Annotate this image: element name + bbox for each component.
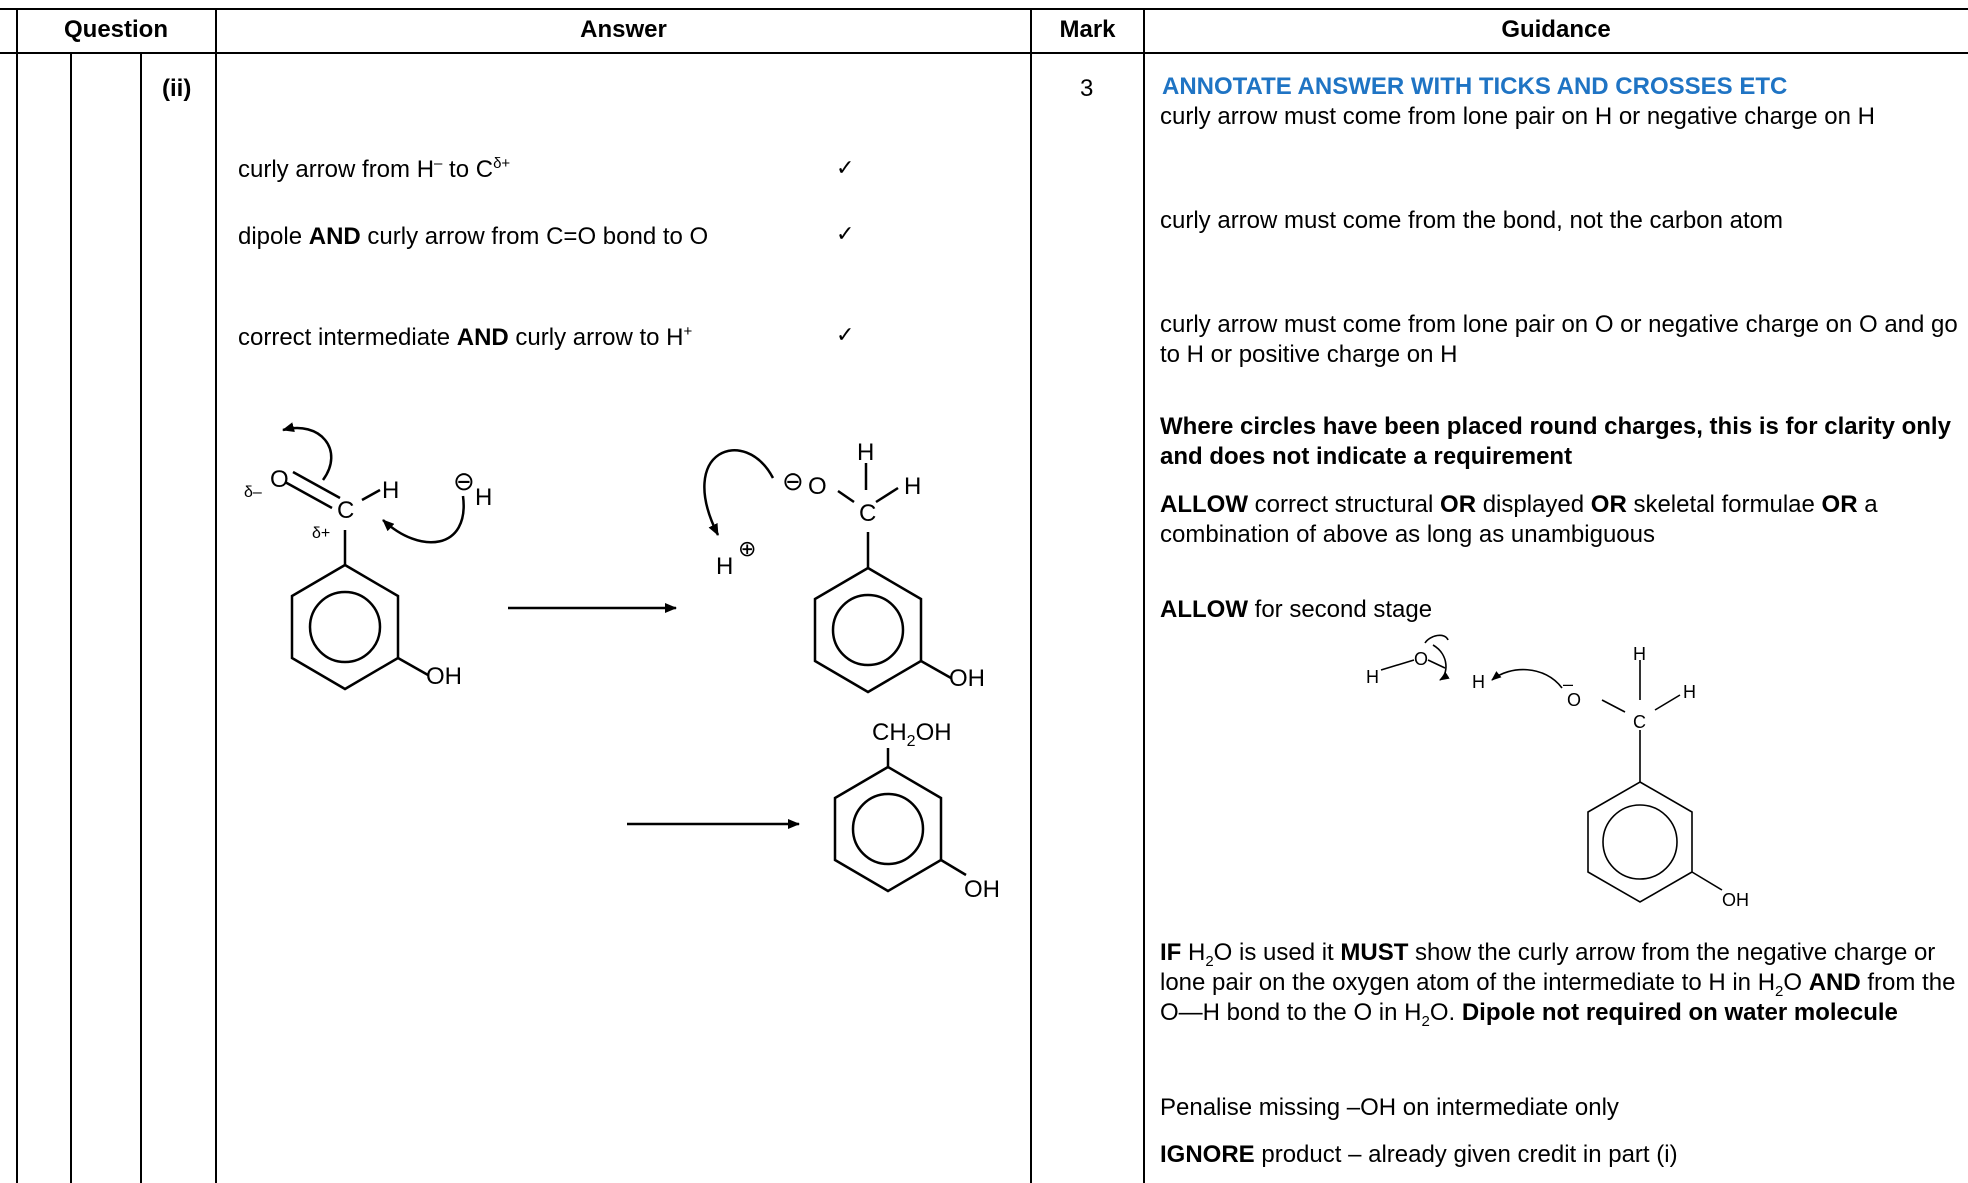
benzene-ring-circle [308,590,382,664]
header-guidance: Guidance [1501,16,1611,43]
guidance-if-water: IF H2O is used it MUST show the curly ar… [1160,939,1956,1030]
table-border-top [0,8,1968,10]
guidance-annotate-instruction: ANNOTATE ANSWER WITH TICKS AND CROSSES E… [1162,73,1788,100]
guidance-allow-formulae: ALLOW correct structural OR displayed OR… [1160,491,1878,548]
question-part: (ii) [162,75,192,102]
svg-text:H: H [1366,667,1379,687]
svg-text:O: O [808,473,827,500]
mark-col-line [1030,8,1032,1183]
guidance-col-line [1143,8,1145,1183]
benzene-ring-intermediate [813,566,923,694]
header-answer: Answer [580,16,667,43]
header-mark: Mark [1059,16,1116,43]
answer-line-1: curly arrow from H– to Cδ+ [238,155,511,183]
curly-arrow-oxygen-to-proton [703,449,775,536]
guidance-hydride-arrow: curly arrow must come from lone pair on … [1160,103,1875,130]
svg-text:C: C [337,497,354,524]
header-separator [0,52,1968,54]
benzene-ring-product [833,765,943,893]
svg-text:⊖: ⊖ [453,466,475,496]
svg-text:H: H [475,484,492,511]
guidance-ignore-product: IGNORE product – already given credit in… [1160,1141,1678,1168]
table-border-left [16,8,18,1183]
svg-text:OH: OH [949,665,985,692]
svg-text:H: H [382,477,399,504]
svg-text:OH: OH [1722,890,1749,910]
header-question: Question [63,16,168,43]
svg-text:C: C [859,500,876,527]
answer-mechanism-diagram: δ– O C H δ+ ⊖ H OH ⊖ O H C H H ⊕ OH CH2O… [244,422,1000,903]
answer-col-line [215,8,217,1183]
svg-text:H: H [1683,682,1696,702]
svg-text:δ–: δ– [244,484,262,501]
svg-text:⊕: ⊕ [738,536,756,561]
guidance-allow-second-stage: ALLOW for second stage [1160,596,1433,623]
guidance-penalise: Penalise missing –OH on intermediate onl… [1160,1094,1619,1121]
answer-line-3: correct intermediate AND curly arrow to … [238,323,693,351]
svg-text:O: O [1414,649,1428,669]
guidance-circles-note: Where circles have been placed round cha… [1160,413,1951,470]
svg-text:H: H [1472,672,1485,692]
mark-value: 3 [1080,75,1094,102]
tick-icon: ✓ [836,222,855,247]
svg-text:δ+: δ+ [312,525,330,542]
svg-text:H: H [857,439,874,466]
svg-text:CH2OH: CH2OH [872,719,952,750]
question-subcol-line-2 [140,53,142,1183]
svg-text:H: H [716,553,733,580]
svg-text:H: H [1633,644,1646,664]
question-subcol-line-1 [70,53,72,1183]
curly-arrow-bond-to-oxygen [282,422,333,481]
svg-text:C: C [1633,712,1646,732]
curly-arrow-hydride-to-carbon [382,495,465,544]
svg-text:OH: OH [964,876,1000,903]
svg-text:O: O [270,466,289,493]
guidance-second-stage-diagram: H O H – O H C H OH [1366,634,1749,910]
guidance-oxygen-arrow: curly arrow must come from lone pair on … [1160,311,1958,368]
svg-text:⊖: ⊖ [782,466,804,496]
tick-icon: ✓ [836,323,855,348]
answer-line-2: dipole AND curly arrow from C=O bond to … [238,223,709,250]
benzene-ring-reactant [290,563,400,691]
svg-text:–: – [1563,674,1573,694]
svg-text:O: O [1567,690,1581,710]
svg-text:OH: OH [426,663,462,690]
guidance-bond-arrow: curly arrow must come from the bond, not… [1160,207,1783,234]
svg-text:H: H [904,473,921,500]
tick-icon: ✓ [836,156,855,181]
